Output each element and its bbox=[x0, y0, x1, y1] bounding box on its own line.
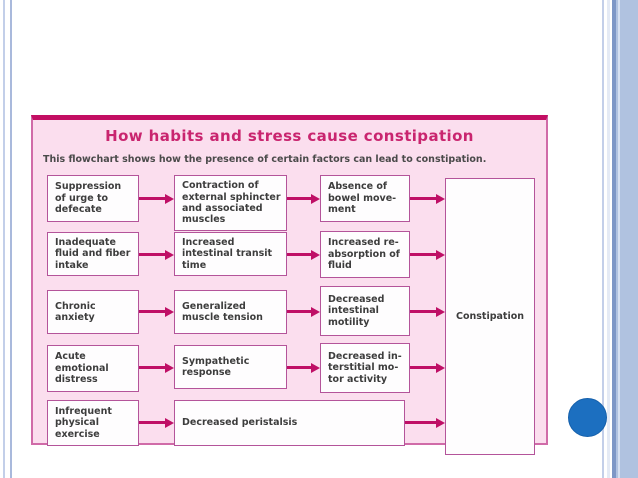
arrow-right-icon bbox=[139, 306, 174, 317]
flow-box-cause-4: Acute emotional distress bbox=[47, 345, 139, 392]
arrow-right-icon bbox=[405, 417, 445, 428]
right-border-stripe-4 bbox=[618, 0, 620, 478]
right-border-band bbox=[616, 0, 638, 478]
arrow-right-icon bbox=[139, 362, 174, 373]
right-border-stripe-3 bbox=[612, 0, 616, 478]
arrow-right-icon bbox=[287, 249, 320, 260]
left-border-stripe-inner bbox=[10, 0, 12, 478]
arrow-right-icon bbox=[410, 193, 445, 204]
flow-box-mechanism-5: Decreased peristalsis bbox=[174, 400, 405, 446]
flowchart-title: How habits and stress cause constipation bbox=[105, 127, 474, 145]
flow-box-mechanism-1: Contraction of external sphincter and as… bbox=[174, 175, 287, 231]
flow-box-effect-2: Increased re- absorption of fluid bbox=[320, 231, 410, 278]
flow-box-effect-4: Decreased in- terstitial mo- tor activit… bbox=[320, 343, 410, 393]
flow-box-mechanism-3: Generalized muscle tension bbox=[174, 290, 287, 334]
arrow-right-icon bbox=[287, 193, 320, 204]
arrow-right-icon bbox=[410, 306, 445, 317]
flow-box-effect-1: Absence of bowel move- ment bbox=[320, 175, 410, 222]
flow-box-cause-5: Infrequent physical exercise bbox=[47, 400, 139, 446]
flowchart-subtitle: This flowchart shows how the presence of… bbox=[43, 154, 487, 165]
flow-box-effect-3: Decreased intestinal motility bbox=[320, 286, 410, 336]
blue-circle-decoration bbox=[568, 398, 607, 437]
flow-box-cause-1: Suppression of urge to defecate bbox=[47, 175, 139, 222]
arrow-right-icon bbox=[139, 417, 174, 428]
arrow-right-icon bbox=[287, 362, 320, 373]
flow-box-cause-3: Chronic anxiety bbox=[47, 290, 139, 334]
left-border-stripe-outer bbox=[3, 0, 5, 478]
arrow-right-icon bbox=[287, 306, 320, 317]
arrow-right-icon bbox=[410, 362, 445, 373]
flow-box-cause-2: Inadequate fluid and fiber intake bbox=[47, 232, 139, 276]
arrow-right-icon bbox=[139, 193, 174, 204]
flow-box-result-constipation: Constipation bbox=[445, 178, 535, 455]
arrow-right-icon bbox=[410, 249, 445, 260]
flowchart-panel: How habits and stress cause constipation… bbox=[31, 115, 548, 455]
flow-box-mechanism-4: Sympathetic response bbox=[174, 345, 287, 389]
flow-box-mechanism-2: Increased intestinal transit time bbox=[174, 232, 287, 276]
arrow-right-icon bbox=[139, 249, 174, 260]
right-border-stripe-2 bbox=[607, 0, 610, 478]
right-border-stripe-1 bbox=[602, 0, 604, 478]
